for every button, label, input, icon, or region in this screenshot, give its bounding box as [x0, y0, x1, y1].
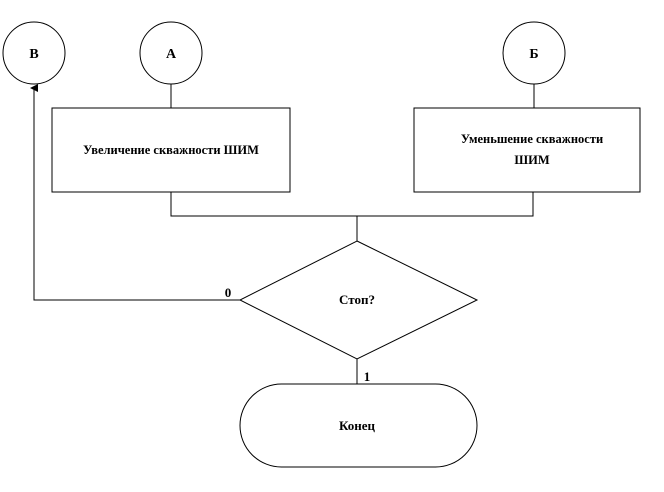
connector-a[interactable]: А — [139, 21, 203, 85]
terminal-end[interactable]: Конец — [239, 383, 478, 468]
process-increase-duty[interactable]: Увеличение скважности ШИМ — [51, 107, 291, 193]
terminal-shape — [239, 383, 478, 468]
process-decrease-label-line2: ШИМ — [514, 153, 549, 167]
decision-stop[interactable]: Стоп? — [238, 240, 479, 360]
process-increase-label: Увеличение скважности ШИМ — [83, 143, 259, 157]
connector-v-label: В — [29, 47, 38, 62]
connector-b[interactable]: Б — [502, 21, 566, 85]
process-decrease-box — [413, 107, 641, 193]
terminal-label: Конец — [339, 418, 376, 433]
edge-merge — [170, 192, 534, 217]
process-increase-box — [51, 107, 291, 193]
decision-label: Стоп? — [339, 292, 375, 307]
branch-yes-label: 1 — [364, 369, 371, 384]
connector-b-label: Б — [529, 47, 538, 62]
connector-v[interactable]: В — [2, 21, 66, 85]
edge-no-to-connector-v — [30, 84, 240, 301]
connector-a-label: А — [166, 47, 177, 62]
branch-no-label: 0 — [225, 285, 232, 300]
process-decrease-label-line1: Уменьшение скважности — [461, 132, 603, 146]
process-decrease-duty[interactable]: Уменьшение скважности ШИМ — [413, 107, 641, 193]
